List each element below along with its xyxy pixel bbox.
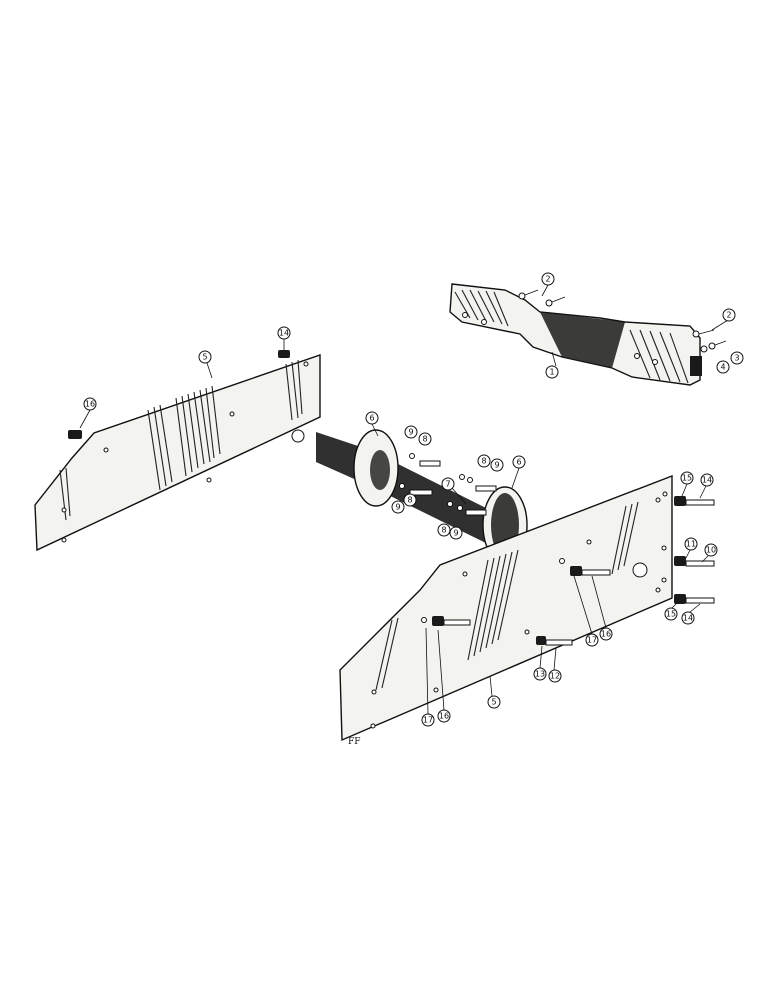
callout-8-b: 8 [407, 496, 412, 505]
callout-16-mid: 16 [601, 630, 611, 639]
corner-mark: FF [348, 737, 361, 747]
callout-15-top: 15 [682, 474, 692, 483]
callout-2-right: 2 [726, 311, 731, 320]
callout-14-rear: 14 [279, 329, 289, 338]
front-plate-bolts [421, 491, 715, 646]
callout-2-top: 2 [545, 275, 550, 284]
callout-5-front: 5 [491, 698, 496, 707]
callout-4: 4 [720, 363, 725, 372]
callout-8-c: 8 [481, 457, 486, 466]
callout-9-b: 9 [395, 503, 400, 512]
side-plate-front: FF [339, 474, 673, 747]
callout-14-bottom: 14 [683, 614, 693, 623]
callout-13: 13 [535, 670, 545, 679]
cross-bracket [449, 283, 702, 386]
callout-6-left: 6 [369, 414, 374, 423]
callout-15-bottom: 15 [666, 610, 676, 619]
callout-16-low: 16 [439, 712, 449, 721]
callout-8-d: 8 [441, 526, 446, 535]
callout-14-top: 14 [702, 476, 712, 485]
callout-5-rear: 5 [202, 353, 207, 362]
callout-9-c: 9 [494, 461, 499, 470]
callout-1: 1 [549, 368, 554, 377]
callout-9-a: 9 [408, 428, 413, 437]
callout-9-d: 9 [453, 529, 458, 538]
callout-8-a: 8 [422, 435, 427, 444]
callout-16-rear: 16 [85, 400, 95, 409]
side-plate-rear [34, 354, 321, 552]
callout-6-right: 6 [516, 458, 521, 467]
callout-12: 12 [550, 672, 560, 681]
bracket-bolts [518, 289, 727, 353]
callout-7: 7 [445, 480, 450, 489]
callout-10: 10 [706, 546, 716, 555]
rear-plate-bolts [68, 350, 290, 439]
callout-11: 11 [686, 540, 696, 549]
callout-17-mid: 17 [587, 636, 597, 645]
shaft-fasteners [399, 453, 497, 516]
callout-17-low: 17 [423, 716, 433, 725]
callouts: 1 2 2 3 4 5 5 6 6 7 8 [79, 272, 744, 727]
callout-3: 3 [734, 354, 739, 363]
